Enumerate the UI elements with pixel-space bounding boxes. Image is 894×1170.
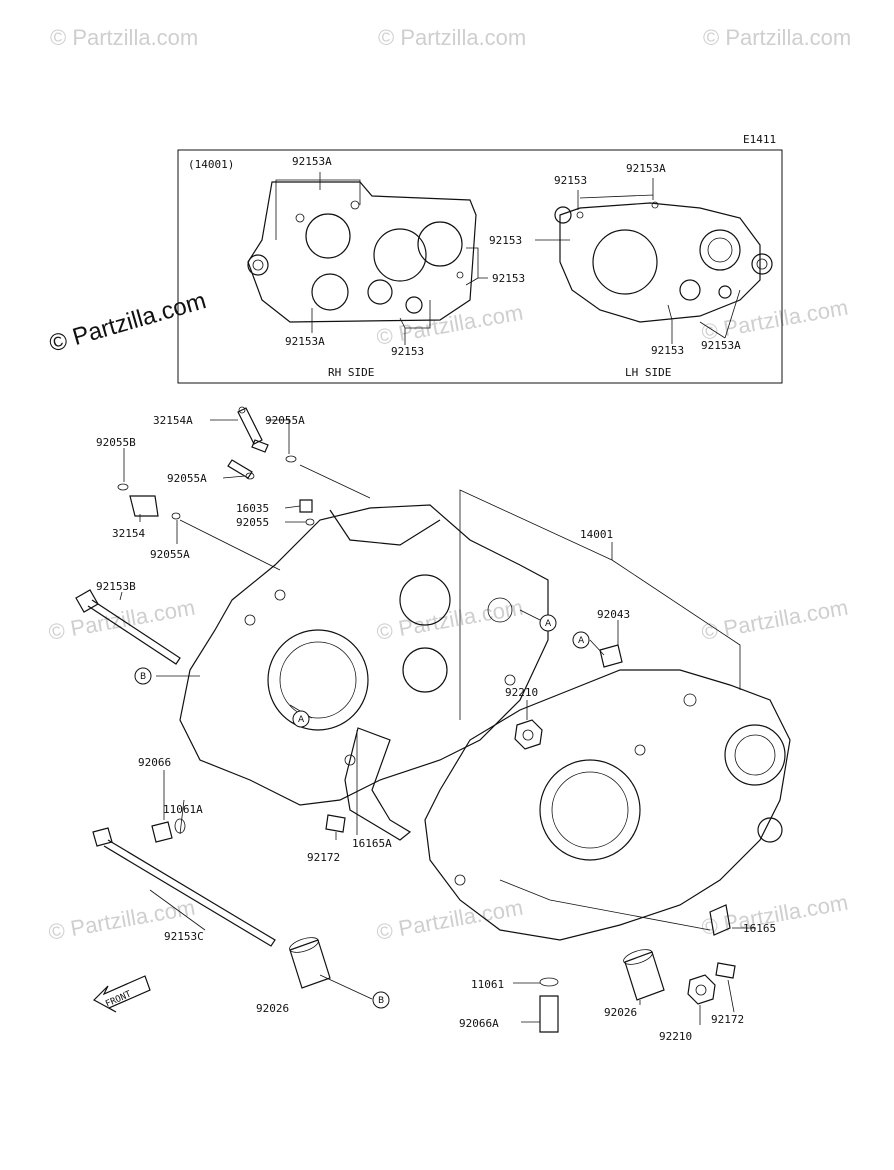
rh-label-top-a: 92153A bbox=[292, 155, 332, 168]
o-ring bbox=[117, 483, 129, 491]
rh-label-right: 92153 bbox=[492, 272, 525, 285]
sleeve-92026 bbox=[289, 939, 331, 989]
guide-16165 bbox=[709, 904, 731, 936]
label-92210: 92210 bbox=[505, 686, 538, 699]
plug-92066A bbox=[539, 995, 559, 1033]
watermark: © Partzilla.com bbox=[375, 895, 525, 945]
nut-92210 bbox=[514, 719, 543, 750]
pin-32154A bbox=[237, 406, 269, 453]
nut-92210-lower bbox=[687, 974, 716, 1005]
label-16165A: 16165A bbox=[352, 837, 392, 850]
rh-label-bottom: 92153 bbox=[391, 345, 424, 358]
watermark: © Partzilla.com bbox=[50, 25, 198, 50]
watermark-dark: © Partzilla.com bbox=[46, 287, 209, 358]
label-92066: 92066 bbox=[138, 756, 171, 769]
o-ring bbox=[285, 455, 297, 463]
label-92055A: 92055A bbox=[167, 472, 207, 485]
callout-a: A bbox=[539, 614, 557, 632]
svg-text:A: A bbox=[578, 636, 585, 646]
screw-92172 bbox=[325, 814, 346, 833]
watermark: © Partzilla.com bbox=[700, 595, 850, 645]
right-crankcase-half bbox=[424, 669, 791, 941]
callout-b: B bbox=[134, 667, 152, 685]
bolt-92153B bbox=[75, 589, 181, 665]
label-92153C: 92153C bbox=[164, 930, 204, 943]
left-crankcase-half bbox=[179, 504, 549, 806]
o-ring bbox=[305, 518, 315, 526]
label-92055A: 92055A bbox=[150, 548, 190, 561]
plug-92066 bbox=[151, 821, 173, 843]
bolt-92153C bbox=[92, 827, 276, 947]
watermark: © Partzilla.com bbox=[703, 25, 851, 50]
label-92066A: 92066A bbox=[459, 1017, 499, 1030]
lh-label-top: 92153 bbox=[554, 174, 587, 187]
inset-assembly-ref: (14001) bbox=[188, 158, 234, 171]
label-92055A: 92055A bbox=[265, 414, 305, 427]
callout-a: A bbox=[292, 710, 310, 728]
dowel-92043 bbox=[599, 644, 623, 668]
o-ring bbox=[171, 512, 181, 520]
rh-side-case bbox=[247, 181, 477, 323]
washer-11061 bbox=[539, 977, 559, 987]
label-14001: 14001 bbox=[580, 528, 613, 541]
o-ring bbox=[245, 472, 255, 480]
callout-a: A bbox=[572, 631, 590, 649]
front-arrow-icon: FRONT bbox=[93, 975, 151, 1013]
lh-side-label: LH SIDE bbox=[625, 366, 671, 379]
label-32154: 32154 bbox=[112, 527, 145, 540]
label-11061: 11061 bbox=[471, 978, 504, 991]
inset-frame bbox=[177, 149, 783, 384]
screw-92172-right bbox=[715, 962, 736, 979]
label-11061A: 11061A bbox=[163, 803, 203, 816]
label-32154A: 32154A bbox=[153, 414, 193, 427]
label-92210: 92210 bbox=[659, 1030, 692, 1043]
callout-b: B bbox=[372, 991, 390, 1009]
lh-label-top-a: 92153A bbox=[626, 162, 666, 175]
lh-side-case bbox=[554, 201, 773, 323]
rh-label-bottom-a: 92153A bbox=[285, 335, 325, 348]
guide-16165A bbox=[344, 727, 412, 841]
label-16165: 16165 bbox=[743, 922, 776, 935]
label-92055: 92055 bbox=[236, 516, 269, 529]
svg-text:A: A bbox=[545, 619, 552, 629]
watermark: © Partzilla.com bbox=[378, 25, 526, 50]
label-92026: 92026 bbox=[604, 1006, 637, 1019]
label-92172: 92172 bbox=[711, 1013, 744, 1026]
label-16035: 16035 bbox=[236, 502, 269, 515]
watermark: © Partzilla.com bbox=[700, 295, 850, 345]
label-92153B: 92153B bbox=[96, 580, 136, 593]
sleeve-92026-right bbox=[624, 951, 665, 1001]
label-92172: 92172 bbox=[307, 851, 340, 864]
diagram-code: E1411 bbox=[743, 133, 776, 146]
svg-text:B: B bbox=[378, 996, 384, 1006]
pin bbox=[227, 459, 253, 479]
label-92026: 92026 bbox=[256, 1002, 289, 1015]
lh-label-left: 92153 bbox=[489, 234, 522, 247]
watermark: © Partzilla.com bbox=[375, 300, 525, 350]
label-92055B: 92055B bbox=[96, 436, 136, 449]
rh-side-label: RH SIDE bbox=[328, 366, 374, 379]
lh-label-bottom-a: 92153A bbox=[701, 339, 741, 352]
label-92043: 92043 bbox=[597, 608, 630, 621]
fitting-16035 bbox=[299, 499, 313, 513]
lh-label-bottom: 92153 bbox=[651, 344, 684, 357]
pin-32154 bbox=[129, 495, 159, 517]
svg-text:B: B bbox=[140, 672, 146, 682]
svg-text:A: A bbox=[298, 715, 305, 725]
